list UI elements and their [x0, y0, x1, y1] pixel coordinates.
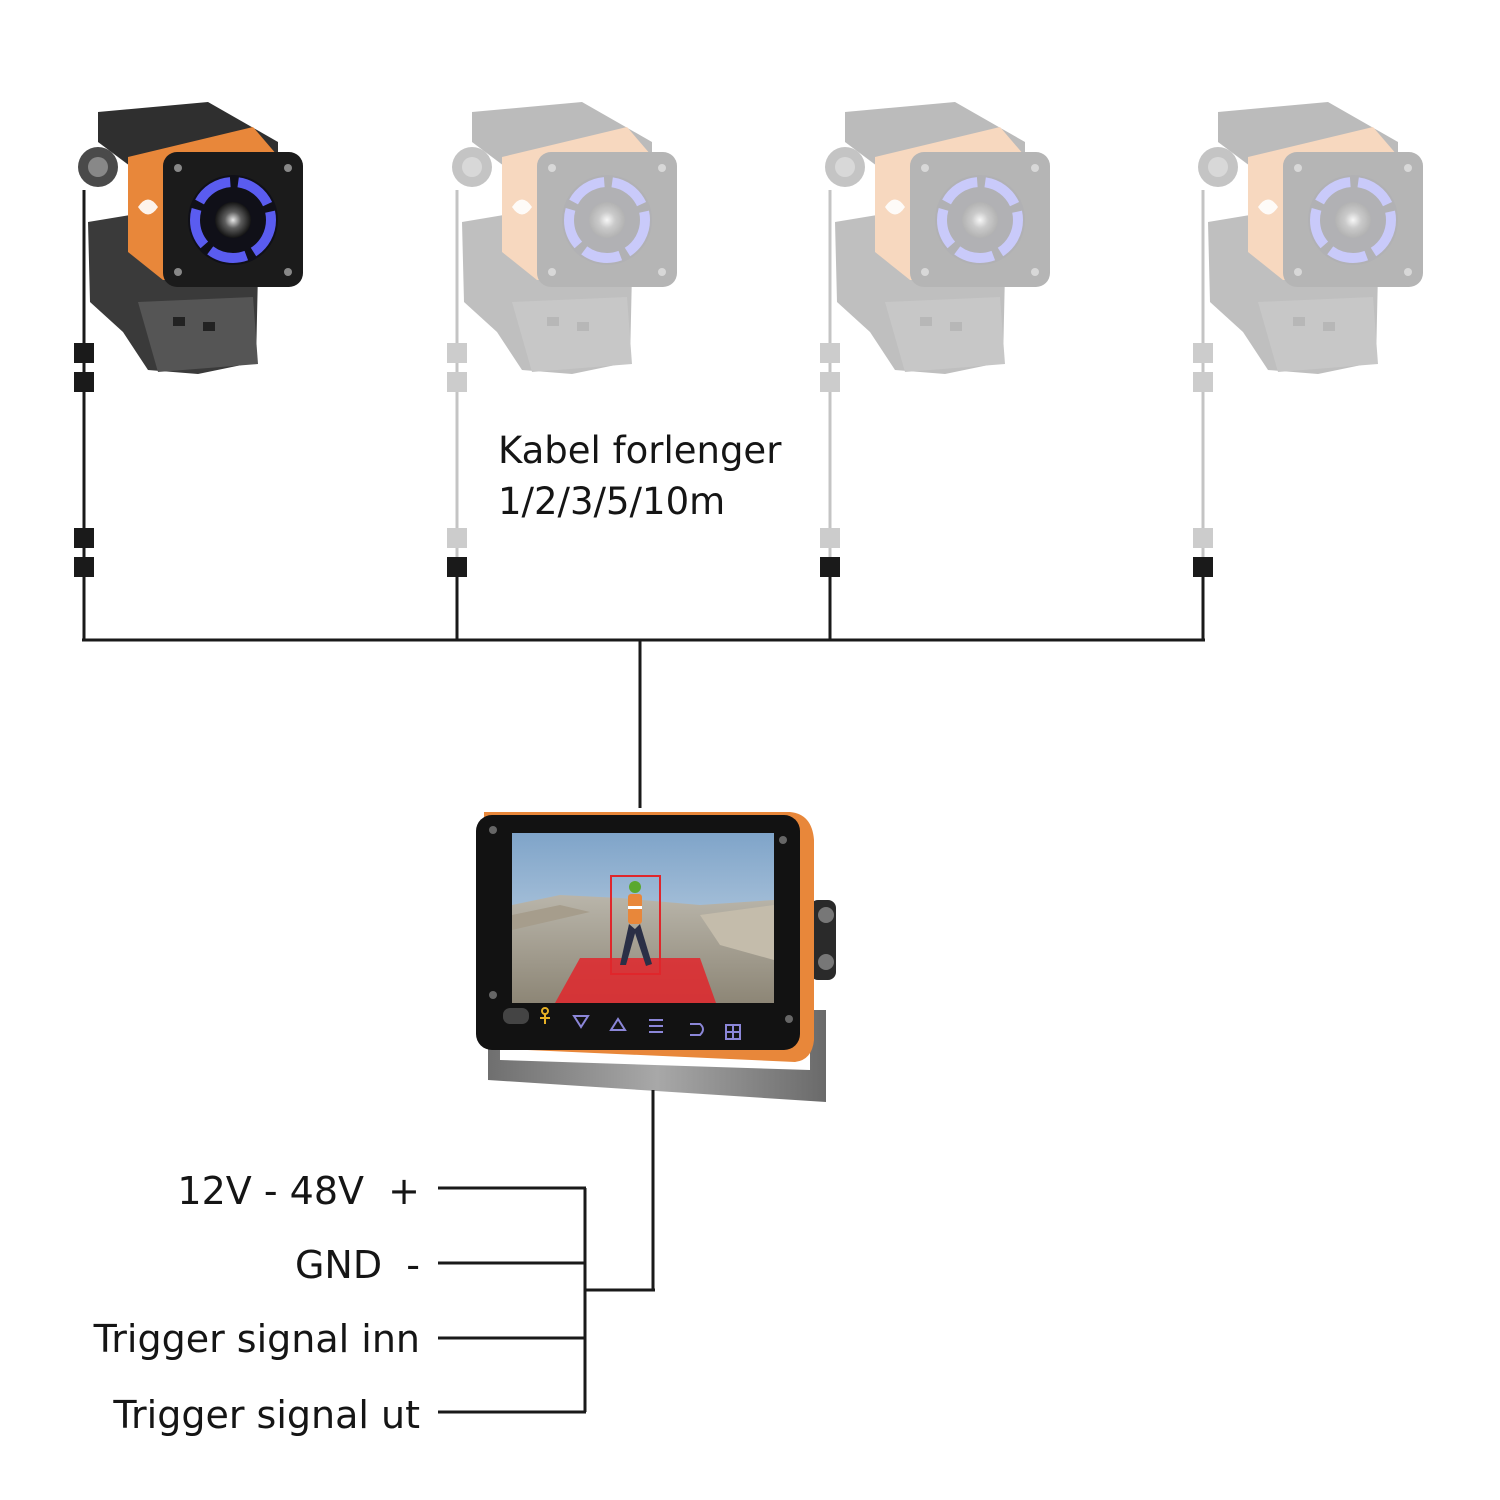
monitor-screen [512, 833, 774, 1003]
arrow-down-icon[interactable] [572, 1015, 590, 1029]
cable-extension-label: Kabel forlenger [498, 429, 782, 472]
person-icon[interactable] [540, 1007, 550, 1024]
camera-2 [452, 102, 677, 374]
power-label-trigger-in: Trigger signal inn [93, 1317, 420, 1361]
power-label-trigger-out: Trigger signal ut [113, 1393, 420, 1437]
power-label-voltage: 12V - 48V + [177, 1169, 420, 1213]
power-label-gnd: GND - [294, 1243, 420, 1287]
camera-1 [78, 102, 303, 374]
faded-connectors [447, 343, 1213, 548]
bus-connectors [447, 557, 1213, 577]
camera-1-connectors [74, 343, 94, 577]
arrow-up-icon[interactable] [609, 1017, 627, 1031]
power-wiring [438, 1090, 655, 1414]
menu-icon[interactable] [649, 1019, 663, 1033]
camera-3 [825, 102, 1050, 374]
monitor-buttons [503, 1007, 741, 1040]
back-icon[interactable] [690, 1023, 704, 1036]
grid-icon[interactable] [725, 1024, 741, 1040]
cable-lengths-label: 1/2/3/5/10m [498, 480, 726, 523]
camera-4 [1198, 102, 1423, 374]
monitor [476, 812, 836, 1102]
camera-bus [82, 577, 1205, 808]
